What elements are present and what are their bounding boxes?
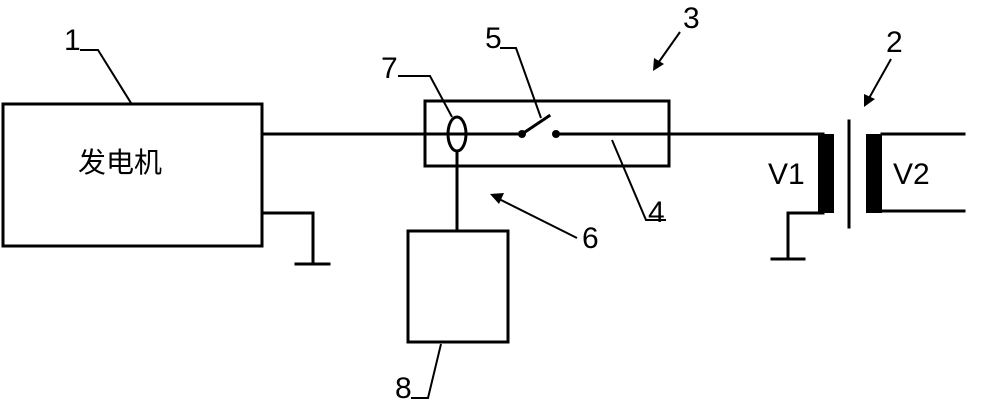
ref-2-arrow <box>867 58 892 101</box>
ref-3-arrowhead <box>653 58 664 71</box>
transformer-ground-wire <box>786 211 825 261</box>
ref-8-label: 8 <box>395 372 412 404</box>
ref-5-label: 5 <box>485 22 502 55</box>
v1-label: V1 <box>768 158 805 191</box>
generator-ground-wire <box>260 211 315 266</box>
ref-2-arrowhead <box>864 94 875 107</box>
switch-contact-right <box>552 130 560 138</box>
generator-box <box>1 102 264 248</box>
monitor-box <box>406 229 510 344</box>
ref-4-leader <box>611 139 666 221</box>
switch-blade <box>519 113 552 137</box>
ref-3-label: 3 <box>683 2 700 35</box>
ref-6-arrow <box>496 197 578 239</box>
v2-label: V2 <box>893 158 930 191</box>
ref-6-label: 6 <box>582 222 599 255</box>
ref-1-leader <box>80 49 132 104</box>
ref-2-label: 2 <box>886 26 903 59</box>
ref-7-leader <box>398 75 453 118</box>
transformer-primary-core <box>818 134 834 213</box>
ref-5-leader <box>500 47 542 119</box>
ref-1-label: 1 <box>64 24 81 57</box>
transformer-secondary-core <box>866 134 882 213</box>
ref-7-label: 7 <box>381 52 398 85</box>
ref-8-leader <box>411 343 442 399</box>
generator-label: 发电机 <box>78 146 162 179</box>
ref-6-arrowhead <box>490 193 504 204</box>
ref-4-label: 4 <box>648 196 665 229</box>
ref-3-arrow <box>655 31 681 67</box>
